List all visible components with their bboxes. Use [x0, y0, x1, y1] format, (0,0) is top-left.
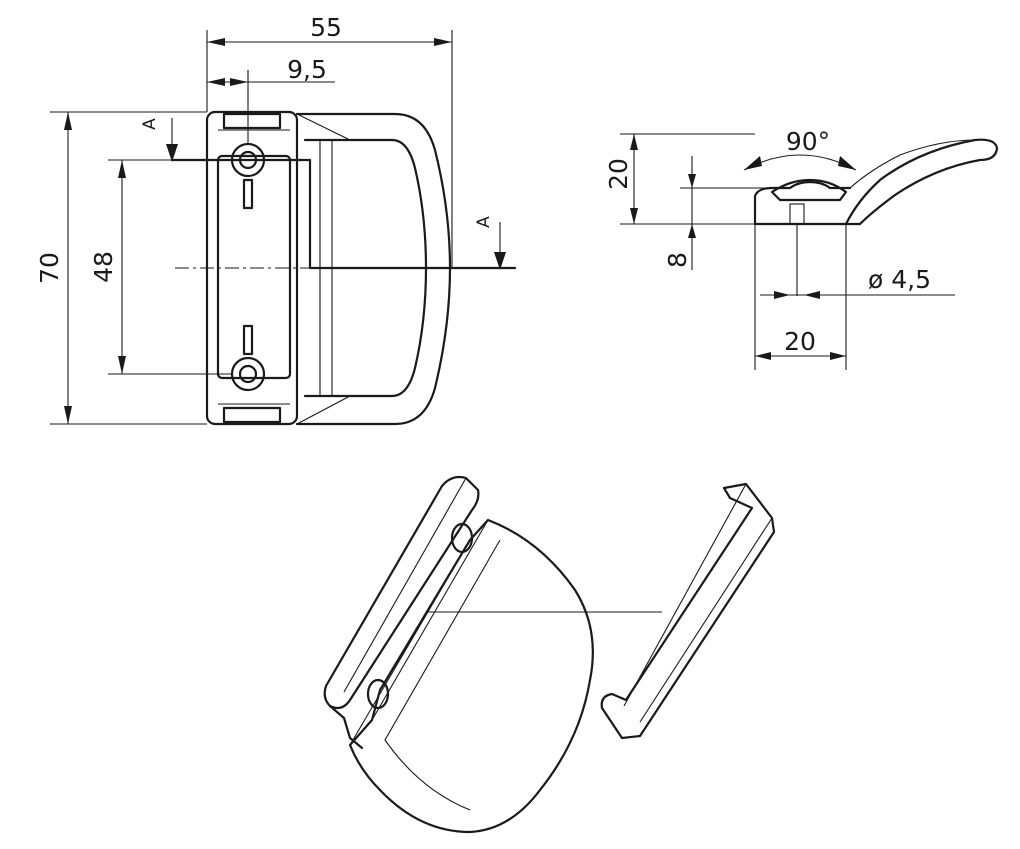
- base-plate-inner: [216, 154, 292, 380]
- clip-top: [222, 112, 282, 130]
- screw-hole-top: [230, 142, 266, 210]
- dim-hole-spacing-label: 48: [89, 251, 118, 283]
- side-view: 90° 20 8 ø 4,5 20: [604, 127, 999, 370]
- screw-head: [770, 178, 848, 202]
- dim-hole-diameter-label: ø 4,5: [868, 265, 931, 294]
- iso-hole-bottom: [366, 678, 390, 710]
- front-view: 55 9,5 70 48 A A: [35, 13, 517, 426]
- iso-handle-body: [348, 518, 594, 834]
- side-base: [753, 180, 852, 226]
- side-handle-arm: [844, 138, 999, 226]
- dim-depth-label: 8: [663, 252, 692, 268]
- section-mark-right: A: [474, 216, 494, 228]
- dim-width-label: 55: [310, 13, 342, 42]
- clip-bottom: [222, 406, 282, 424]
- dim-base-width-label: 20: [784, 327, 816, 356]
- isometric-view: [323, 475, 776, 834]
- section-line: [170, 158, 517, 270]
- dim-height-total-label: 20: [604, 158, 633, 190]
- iso-clip-part: [600, 482, 776, 740]
- dim-height-label: 70: [35, 252, 64, 284]
- iso-base-strip: [323, 475, 480, 710]
- dim-offset-label: 9,5: [287, 55, 327, 84]
- iso-hole-top: [450, 522, 474, 554]
- screw-hole-bottom: [230, 324, 266, 392]
- section-mark-top: A: [140, 118, 160, 130]
- dim-angle-label: 90°: [786, 127, 830, 156]
